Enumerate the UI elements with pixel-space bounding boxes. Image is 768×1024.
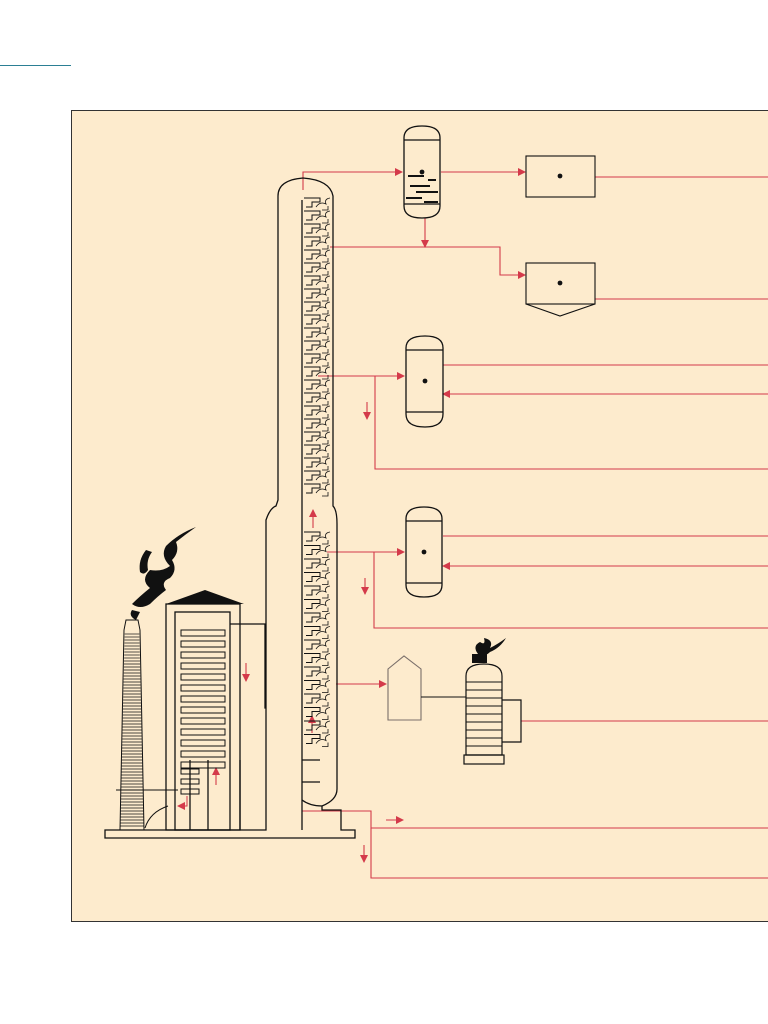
header-accent-rule bbox=[0, 65, 71, 66]
furnace-tube bbox=[180, 717, 226, 725]
column-tray bbox=[304, 223, 331, 237]
column-tray bbox=[304, 249, 331, 263]
column-tray bbox=[304, 392, 331, 406]
column-tray bbox=[304, 585, 331, 599]
treater bbox=[463, 663, 522, 765]
stripper1-product-line bbox=[374, 376, 768, 470]
furnace-tube bbox=[180, 629, 226, 637]
furnace bbox=[165, 590, 266, 831]
column-tray bbox=[304, 680, 331, 693]
column-tray bbox=[304, 197, 331, 211]
diagram-background bbox=[72, 111, 768, 921]
lower-side-stripper bbox=[405, 506, 443, 598]
furnace-inner bbox=[174, 611, 231, 831]
column-tray bbox=[304, 545, 331, 558]
column-tray bbox=[304, 210, 331, 224]
furnace-tube bbox=[180, 750, 226, 758]
furnace-tubes bbox=[180, 629, 226, 795]
furnace-vent-duct bbox=[230, 623, 266, 709]
column-tray bbox=[304, 483, 331, 497]
upper-draw-line bbox=[330, 246, 526, 279]
furnace-smoke bbox=[130, 527, 196, 620]
furnace-tube bbox=[180, 651, 226, 659]
column-tray bbox=[304, 693, 331, 707]
furnace-tube bbox=[180, 761, 226, 769]
bottoms-line-lower bbox=[370, 828, 768, 879]
furnace-tube bbox=[180, 673, 226, 681]
column-tray bbox=[304, 531, 331, 545]
column-tray bbox=[304, 353, 331, 367]
column-tray bbox=[304, 418, 331, 432]
column-lower-curve bbox=[301, 799, 323, 807]
upper-side-receiver bbox=[525, 262, 596, 317]
column-tray bbox=[304, 288, 331, 302]
column-tray bbox=[304, 599, 331, 612]
stripper2-product-line bbox=[373, 552, 768, 629]
diagram-frame bbox=[71, 110, 768, 922]
column-tray bbox=[304, 720, 331, 734]
column-tray bbox=[304, 470, 331, 484]
upper-side-stripper bbox=[405, 335, 444, 428]
furnace-tube bbox=[180, 706, 226, 714]
furnace-tube bbox=[180, 662, 226, 670]
process-flow-lines bbox=[212, 168, 768, 879]
column-tray bbox=[304, 612, 331, 626]
column-tray bbox=[304, 572, 331, 585]
furnace-tube bbox=[180, 768, 200, 775]
column-tray bbox=[304, 405, 331, 419]
residue-vessel bbox=[387, 655, 466, 721]
furnace-chimney bbox=[119, 619, 145, 831]
furnace-tube bbox=[180, 788, 200, 795]
reflux-drum bbox=[403, 125, 441, 219]
column-tray bbox=[304, 431, 331, 445]
furnace-tube bbox=[180, 728, 226, 736]
column-tray bbox=[304, 558, 331, 572]
reflux-drum-liquid bbox=[406, 175, 438, 203]
column-tray bbox=[304, 275, 331, 289]
furnace-tube bbox=[180, 695, 226, 703]
chimney-bricks bbox=[120, 633, 144, 827]
treater-packing bbox=[466, 681, 502, 747]
overhead-vapour-line bbox=[302, 168, 403, 190]
column-trays bbox=[304, 197, 331, 747]
column-tray bbox=[304, 327, 331, 341]
column-tray bbox=[304, 444, 331, 458]
column-tray bbox=[304, 734, 331, 747]
column-tray bbox=[304, 314, 331, 328]
column-tray bbox=[304, 457, 331, 471]
column-tray bbox=[304, 626, 331, 639]
column-shell bbox=[104, 177, 356, 839]
column-tray bbox=[304, 301, 331, 315]
furnace-roof bbox=[166, 590, 244, 604]
flare bbox=[472, 638, 506, 663]
column-tray bbox=[304, 236, 331, 250]
column-tray bbox=[304, 262, 331, 276]
column-tray bbox=[304, 366, 331, 380]
furnace-tube bbox=[180, 640, 226, 648]
furnace-tube bbox=[180, 778, 200, 785]
column-tray bbox=[304, 666, 331, 680]
fractionating-column bbox=[104, 177, 356, 839]
top-product-receiver bbox=[525, 155, 596, 198]
column-tray bbox=[304, 379, 331, 393]
bottoms-line-upper bbox=[302, 810, 768, 829]
column-tray bbox=[304, 653, 331, 666]
column-tray bbox=[304, 639, 331, 653]
furnace-tube bbox=[180, 739, 226, 747]
column-tray bbox=[304, 707, 331, 720]
furnace-tube bbox=[180, 684, 226, 692]
column-tray bbox=[304, 340, 331, 354]
